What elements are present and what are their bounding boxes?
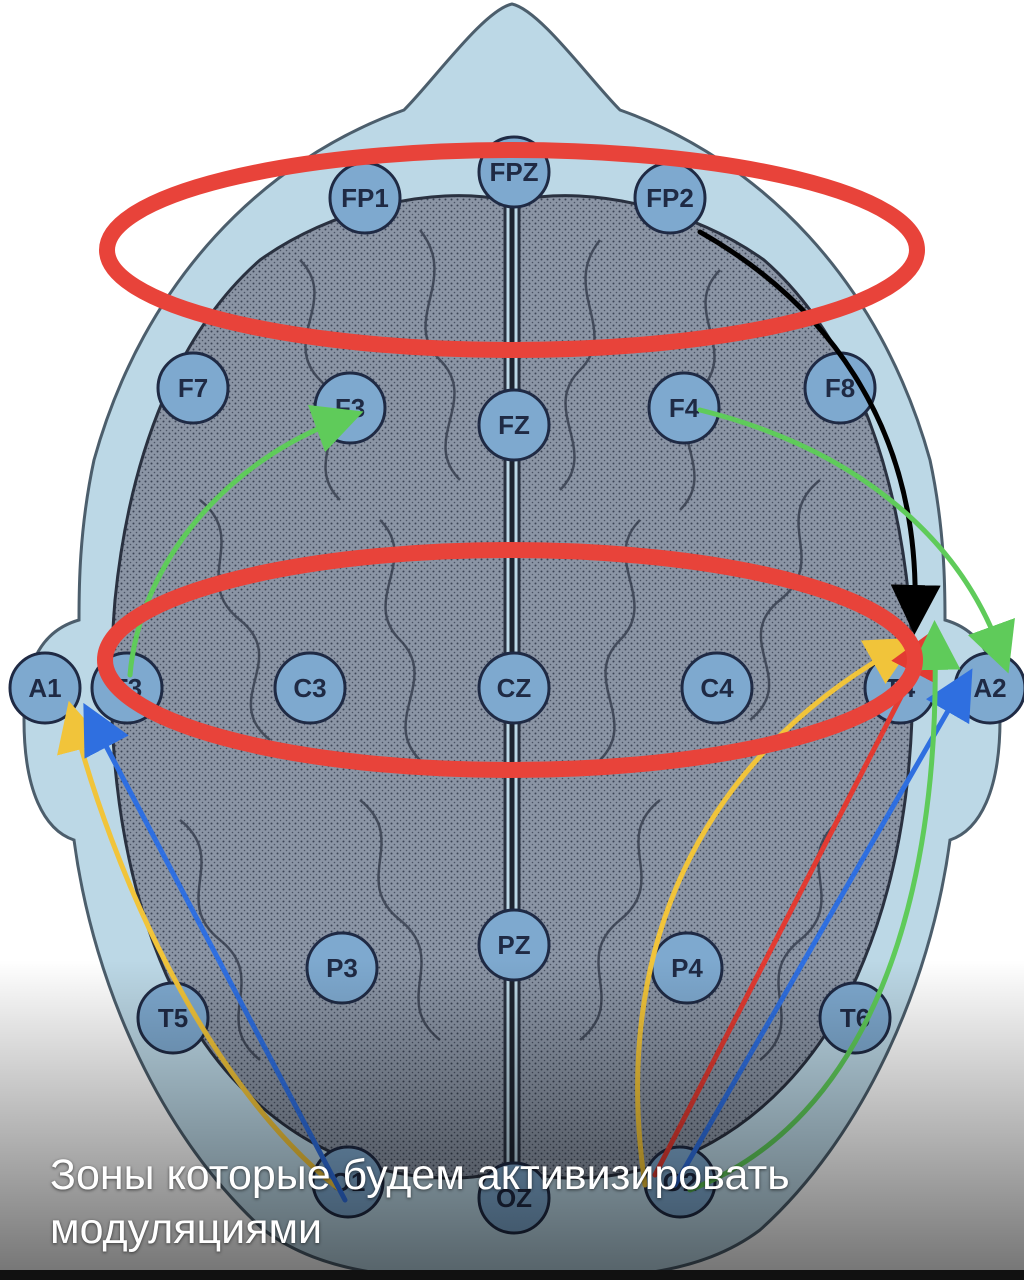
arrow-black-fp2-to-t4 xyxy=(697,229,941,635)
electrode-f4: F4 xyxy=(647,371,721,445)
electrode-c3-label: C3 xyxy=(293,673,326,703)
electrode-fpz-label: FPZ xyxy=(489,157,538,187)
electrode-c4-label: C4 xyxy=(700,673,734,703)
caption-shade xyxy=(0,960,1024,1280)
frontal-highlight-ring xyxy=(99,142,925,358)
electrode-a2: A2 xyxy=(953,651,1024,725)
electrode-c4: C4 xyxy=(680,651,754,725)
electrode-f7-label: F7 xyxy=(178,373,208,403)
electrode-fp1-label: FP1 xyxy=(341,183,389,213)
electrode-fp1: FP1 xyxy=(328,161,402,235)
electrode-fz: FZ xyxy=(477,388,551,462)
electrode-cz: CZ xyxy=(477,651,551,725)
electrode-c4-marker xyxy=(680,651,754,725)
arrow-green-f4-to-a2 xyxy=(697,407,1015,674)
electrode-f4-label: F4 xyxy=(669,393,700,423)
electrode-fz-label: FZ xyxy=(498,410,530,440)
electrode-a1-label: A1 xyxy=(28,673,61,703)
highlight-layer xyxy=(97,142,925,778)
caption: Зоны которые будем активизировать модуля… xyxy=(50,1151,790,1253)
electrode-c3-marker xyxy=(273,651,347,725)
central-highlight-ring xyxy=(97,542,923,778)
electrode-f7: F7 xyxy=(156,351,230,425)
electrode-fp2-label: FP2 xyxy=(646,183,694,213)
electrode-cz-marker xyxy=(477,651,551,725)
electrode-a2-label: A2 xyxy=(973,673,1006,703)
electrode-a1: A1 xyxy=(8,651,82,725)
electrode-cz-label: CZ xyxy=(497,673,532,703)
electrode-f3: F3 xyxy=(313,371,387,445)
electrode-fz-marker xyxy=(477,388,551,462)
bottom-bar xyxy=(0,1270,1024,1280)
electrode-f7-marker xyxy=(156,351,230,425)
electrode-f4-marker xyxy=(647,371,721,445)
electrode-pz-label: PZ xyxy=(497,930,530,960)
electrode-fp2: FP2 xyxy=(633,161,707,235)
arrow-green-t3-to-f3 xyxy=(127,405,364,678)
electrode-c3: C3 xyxy=(273,651,347,725)
electrode-f8-label: F8 xyxy=(825,373,855,403)
electrode-f8: F8 xyxy=(803,351,877,425)
